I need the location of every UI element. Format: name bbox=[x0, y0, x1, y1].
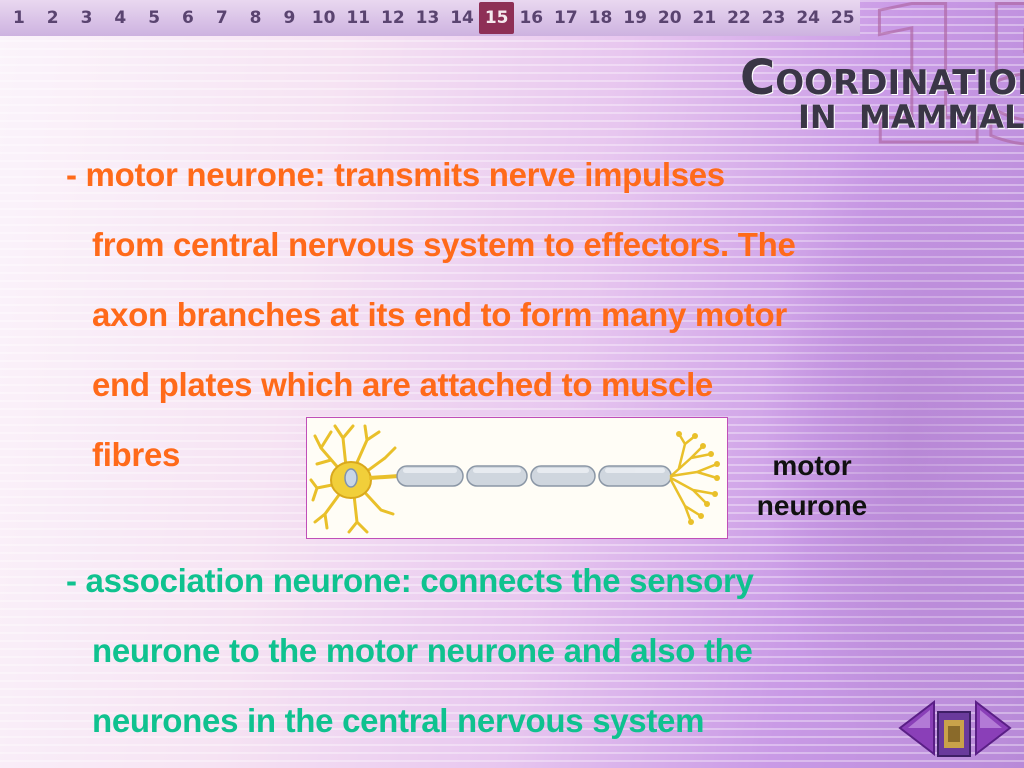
page-nav-item-18[interactable]: 18 bbox=[588, 8, 613, 28]
page-nav-item-1[interactable]: 1 bbox=[12, 8, 25, 28]
page-nav-item-8[interactable]: 8 bbox=[249, 8, 262, 28]
motor-neurone-drawing bbox=[309, 424, 720, 534]
left-arrow-icon[interactable] bbox=[896, 698, 936, 758]
page-nav-item-13[interactable]: 13 bbox=[415, 8, 440, 28]
page-nav-item-7[interactable]: 7 bbox=[215, 8, 228, 28]
association-line: neurone to the motor neurone and also th… bbox=[92, 632, 753, 669]
page-nav-item-14[interactable]: 14 bbox=[450, 8, 474, 28]
page-nav-item-12[interactable]: 12 bbox=[381, 8, 405, 28]
chapter-title-line2: IN MAMMALS bbox=[798, 98, 1024, 136]
chapter-number: 15 bbox=[856, 0, 1024, 187]
page-nav-item-10[interactable]: 10 bbox=[311, 8, 336, 28]
page-nav-item-24[interactable]: 24 bbox=[796, 8, 820, 28]
slide-navigation bbox=[896, 694, 1016, 762]
figure-caption: motor neurone bbox=[742, 446, 882, 526]
motor-line: - motor neurone: transmits nerve impulse… bbox=[66, 156, 725, 193]
association-line: - association neurone: connects the sens… bbox=[66, 562, 754, 599]
page-nav-item-20[interactable]: 20 bbox=[657, 8, 682, 28]
motor-neurone-text: - motor neurone: transmits nerve impulse… bbox=[66, 140, 796, 490]
page-nav-item-25[interactable]: 25 bbox=[830, 8, 855, 28]
page-nav-item-17[interactable]: 17 bbox=[554, 8, 578, 28]
motor-line: fibres bbox=[92, 436, 181, 473]
motor-line: from central nervous system to effectors… bbox=[92, 226, 796, 263]
page-nav-item-21[interactable]: 21 bbox=[692, 8, 717, 28]
page-nav-item-22[interactable]: 22 bbox=[727, 8, 751, 28]
page-nav-item-11[interactable]: 11 bbox=[346, 8, 371, 28]
title-rest: OORDINATION bbox=[775, 63, 1024, 103]
motor-line: axon branches at its end to form many mo… bbox=[92, 296, 787, 333]
home-icon[interactable] bbox=[934, 704, 974, 760]
page-nav-item-4[interactable]: 4 bbox=[114, 8, 127, 28]
caption-line: neurone bbox=[756, 490, 868, 521]
right-arrow-icon[interactable] bbox=[974, 698, 1014, 758]
title-cap: C bbox=[740, 50, 776, 106]
background-figure bbox=[760, 120, 1024, 760]
association-neurone-text: - association neurone: connects the sens… bbox=[66, 546, 754, 756]
chapter-title: COORDINATION IN MAMMALS bbox=[740, 50, 1024, 136]
chapter-title-line1: COORDINATION bbox=[740, 50, 1024, 106]
page-nav-item-16[interactable]: 16 bbox=[519, 8, 544, 28]
page-nav-item-9[interactable]: 9 bbox=[283, 8, 296, 28]
page-nav-item-23[interactable]: 23 bbox=[761, 8, 786, 28]
page-nav-item-2[interactable]: 2 bbox=[46, 8, 59, 28]
page-nav-item-19[interactable]: 19 bbox=[623, 8, 647, 28]
motor-line: end plates which are attached to muscle bbox=[92, 366, 713, 403]
page-nav-item-5[interactable]: 5 bbox=[148, 8, 161, 28]
page-nav-item-15[interactable]: 15 bbox=[479, 2, 514, 34]
page-nav-item-6[interactable]: 6 bbox=[182, 8, 194, 28]
association-line: neurones in the central nervous system bbox=[92, 702, 705, 739]
motor-neurone-image bbox=[306, 417, 728, 539]
page-nav-item-3[interactable]: 3 bbox=[80, 8, 93, 28]
caption-line: motor bbox=[772, 450, 852, 481]
